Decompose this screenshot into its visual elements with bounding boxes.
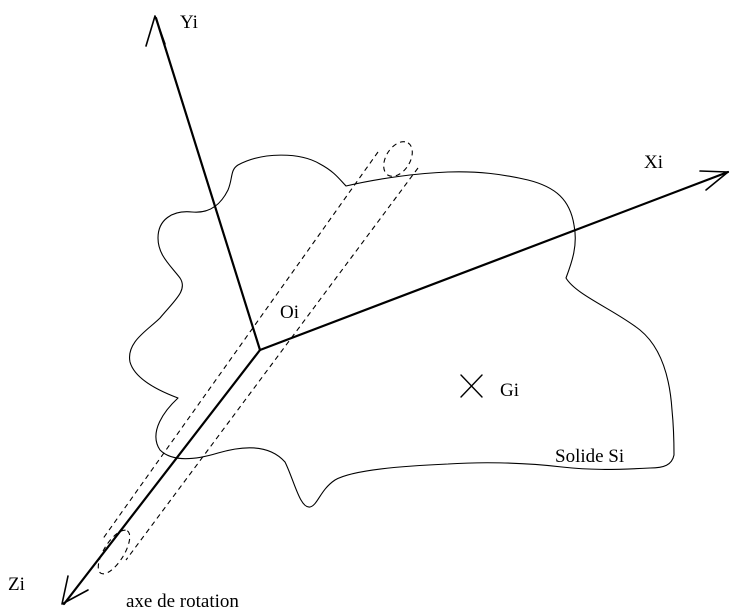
cylinder-bottom-cap xyxy=(97,529,131,575)
solid-body-outline xyxy=(129,154,675,508)
cylinder-edge-right xyxy=(125,167,419,561)
zi-label: Zi xyxy=(8,574,25,595)
rotation-axis-label: axe de rotation xyxy=(126,591,239,612)
zi-axis-arrowhead xyxy=(61,575,89,605)
cylinder-edge-left-short xyxy=(101,151,379,541)
xi-axis-line xyxy=(258,170,730,352)
solid-label: Solide Si xyxy=(555,446,624,467)
zi-axis-line xyxy=(62,348,262,606)
yi-label: Yi xyxy=(180,12,198,33)
yi-axis-arrowhead xyxy=(145,15,166,47)
xi-axis-arrowhead xyxy=(699,170,729,191)
gi-cross-mark xyxy=(460,374,483,398)
oi-label: Oi xyxy=(280,302,299,323)
yi-axis-line xyxy=(154,16,262,352)
gi-label: Gi xyxy=(500,380,519,401)
xi-label: Xi xyxy=(644,152,663,173)
